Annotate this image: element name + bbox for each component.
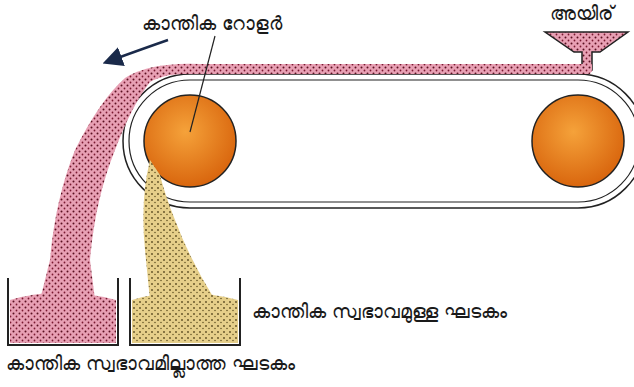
ore-label: അയിര്: [548, 2, 616, 25]
component-label: കാന്തിക സ്വഭാവമുള്ള ഘടകം: [250, 300, 509, 323]
component-label: കാന്തിക സ്വഭാവമില്ലാത്ത ഘടകം: [4, 352, 297, 375]
roller-label: കാന്തിക റോളർ: [140, 12, 284, 35]
